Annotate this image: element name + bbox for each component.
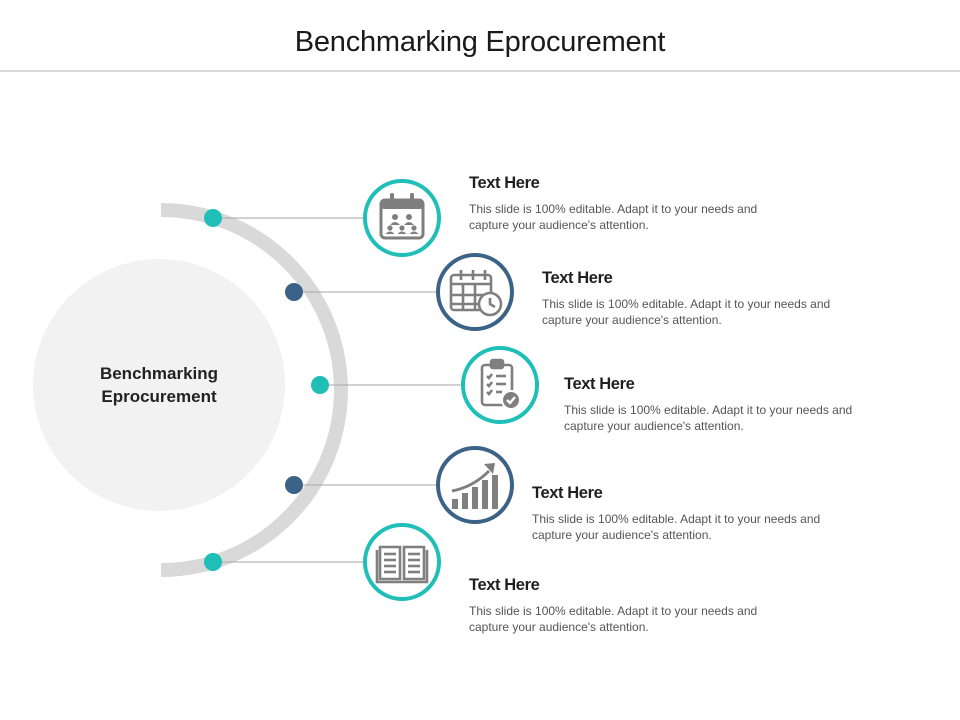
center-label-line-2: Eprocurement <box>101 387 217 406</box>
item-1-body: This slide is 100% editable. Adapt it to… <box>469 202 758 232</box>
item-1-heading: Text Here <box>469 174 540 192</box>
calendar-clock-icon <box>449 270 503 317</box>
icon-ring-1 <box>363 179 441 257</box>
item-5-heading: Text Here <box>469 576 540 594</box>
arc-band <box>160 203 348 577</box>
item-2-heading: Text Here <box>542 269 613 287</box>
arc-dot-4 <box>285 476 303 494</box>
arc-dot-5 <box>204 553 222 571</box>
arc-dot-3 <box>311 376 329 394</box>
item-3-heading: Text Here <box>564 375 635 393</box>
item-4-heading: Text Here <box>532 484 603 502</box>
arc-dot-2 <box>285 283 303 301</box>
arc-dot-1 <box>204 209 222 227</box>
center-label-line-1: Benchmarking <box>99 364 219 383</box>
calendar-people-icon <box>379 193 425 240</box>
item-3-text: Text Here This slide is 100% editable. A… <box>564 375 904 434</box>
item-4-body: This slide is 100% editable. Adapt it to… <box>532 512 821 542</box>
item-1-text: Text Here This slide is 100% editable. A… <box>469 174 809 233</box>
item-5-body: This slide is 100% editable. Adapt it to… <box>469 604 758 634</box>
center-circle <box>33 259 285 511</box>
item-2-text: Text Here This slide is 100% editable. A… <box>542 269 882 328</box>
open-book-icon <box>375 545 429 584</box>
item-5-text: Text Here This slide is 100% editable. A… <box>469 576 809 635</box>
clipboard-check-icon <box>480 358 521 410</box>
title-divider <box>0 70 960 72</box>
item-3-body: This slide is 100% editable. Adapt it to… <box>564 403 853 433</box>
item-4-text: Text Here This slide is 100% editable. A… <box>532 484 872 543</box>
slide-title: Benchmarking Eprocurement <box>294 26 666 58</box>
center-label: Benchmarking Eprocurement <box>33 362 285 408</box>
growth-chart-icon <box>451 463 498 509</box>
icon-ring-4 <box>436 446 514 524</box>
icon-ring-5 <box>363 523 441 601</box>
item-2-body: This slide is 100% editable. Adapt it to… <box>542 297 831 327</box>
